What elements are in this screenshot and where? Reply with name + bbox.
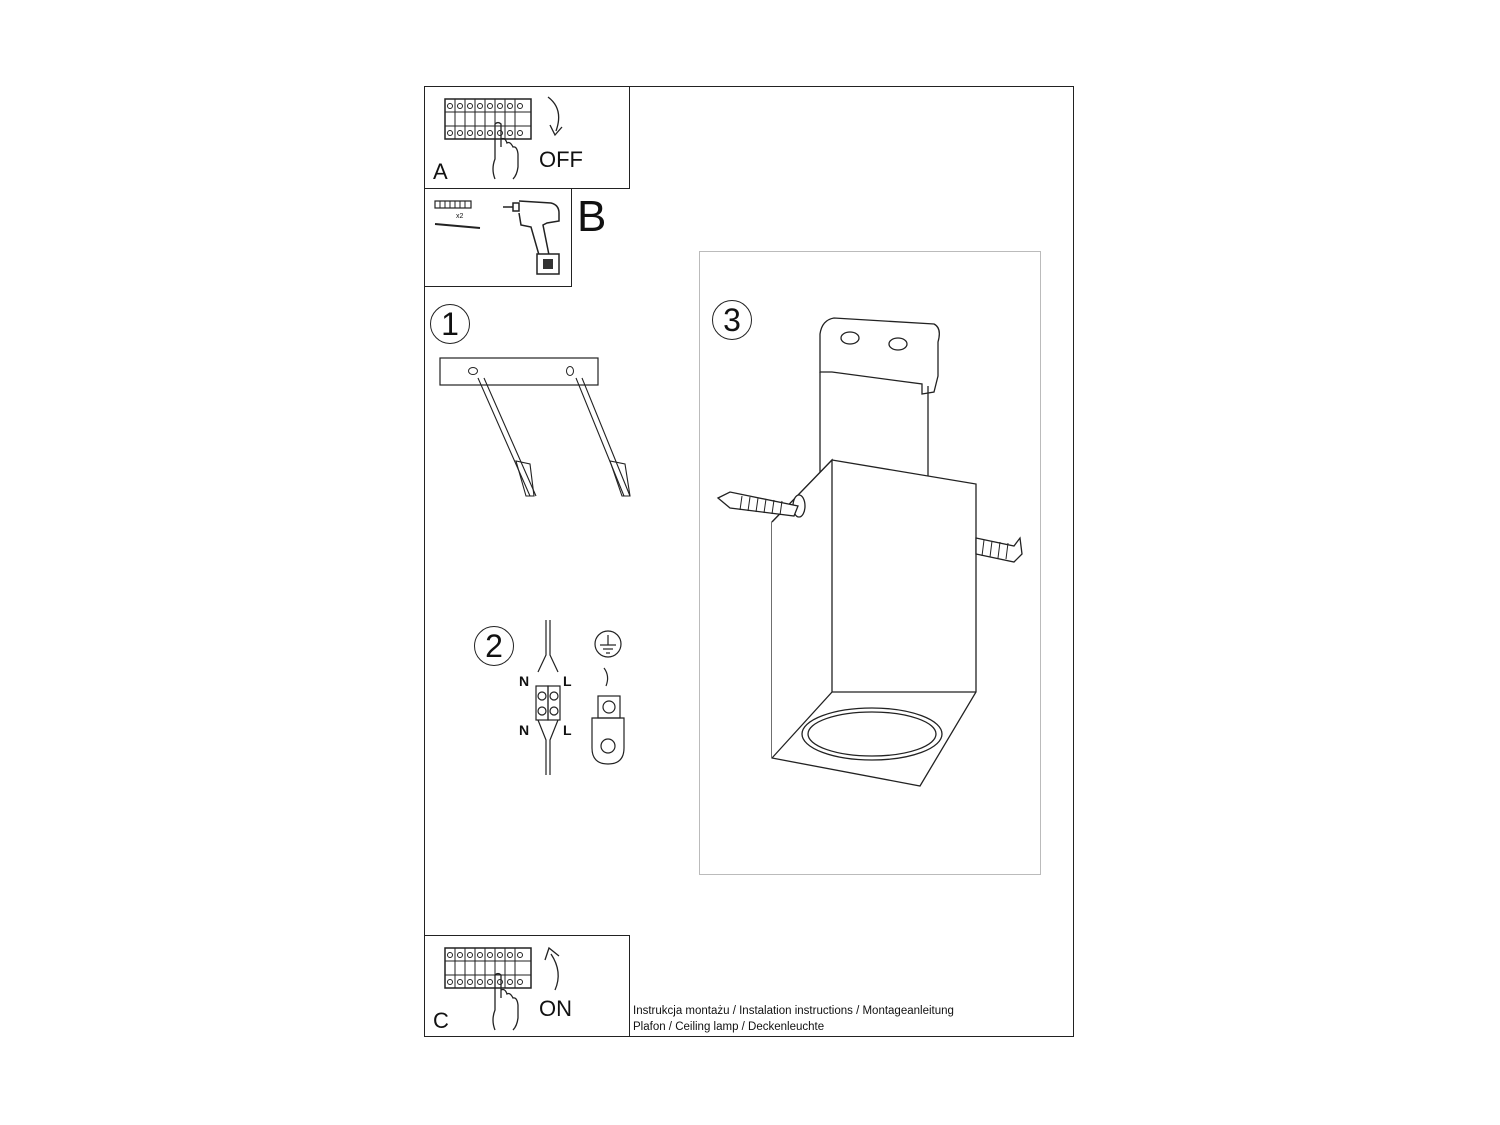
on-label: ON [539,996,572,1021]
drill-icon [503,200,560,275]
footer-subtitle: Plafon / Ceiling lamp / Deckenleuchte [633,1021,825,1033]
step-a-letter: A [433,159,448,184]
arrow-icon [547,96,563,137]
terminal-block-icon [535,620,561,775]
footer-text: Instrukcja montażu / Instalation instruc… [633,1003,954,1035]
hand-icon [492,121,519,180]
neutral-top-label: N [519,673,530,689]
off-label: OFF [539,147,583,172]
breaker-panel-icon [444,947,532,989]
quantity-label: x2 [456,213,464,220]
instruction-sheet [424,86,1074,1037]
arrow-icon [544,946,560,991]
live-top-label: L [563,673,572,689]
footer-title: Instrukcja montażu / Instalation instruc… [633,1005,954,1017]
breaker-panel-icon [444,98,532,140]
live-bottom-label: L [563,722,572,738]
step-2-number: 2 [474,626,514,666]
step-b-panel: x2 B [424,188,606,287]
wall-plug-icon [434,200,472,209]
step-3-number: 3 [712,300,752,340]
ceiling-lamp-drawing [716,317,1023,787]
screw-icon [434,223,481,229]
earth-ground-icon [591,630,625,765]
step-b-letter: B [577,192,607,241]
step-c-letter: C [433,1008,449,1033]
neutral-bottom-label: N [519,722,530,738]
mounting-bracket-drawing [439,357,631,497]
step-1-number: 1 [430,304,470,344]
hand-icon [492,972,519,1031]
step-c-panel: C ON [424,935,630,1037]
step-a-panel: A OFF [424,86,630,189]
